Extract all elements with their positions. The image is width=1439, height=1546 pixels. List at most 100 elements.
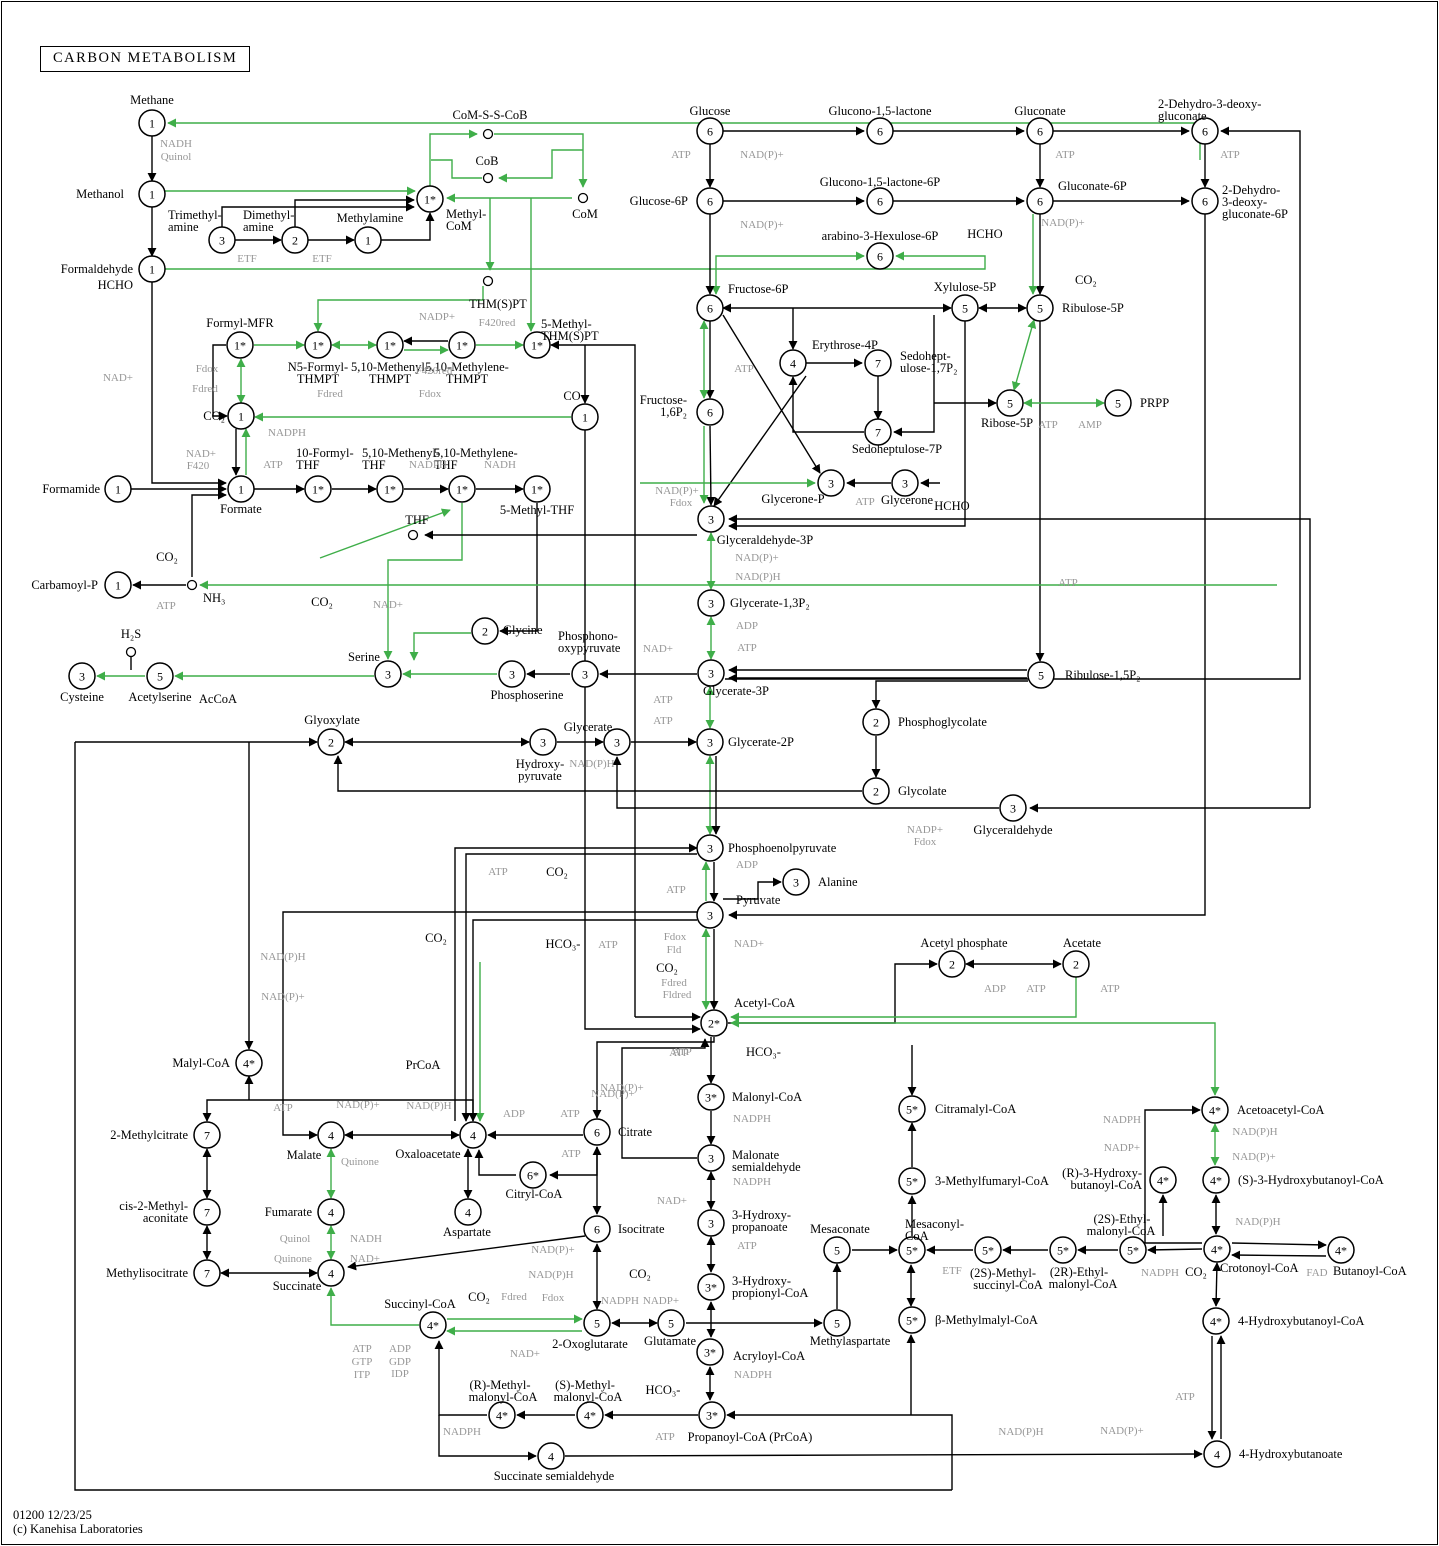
enzyme-node[interactable]: 1*	[448, 475, 476, 503]
enzyme-circle[interactable]	[104, 571, 132, 599]
enzyme-circle[interactable]	[583, 1118, 611, 1146]
enzyme-node[interactable]: 7	[864, 418, 892, 446]
enzyme-node[interactable]: 1*	[226, 331, 254, 359]
enzyme-circle[interactable]	[823, 1309, 851, 1337]
enzyme-circle[interactable]	[208, 226, 236, 254]
enzyme-node[interactable]: 5*	[898, 1167, 926, 1195]
enzyme-circle[interactable]	[697, 1083, 725, 1111]
enzyme-node[interactable]: 5	[1104, 389, 1132, 417]
enzyme-node[interactable]: 4*	[1202, 1307, 1230, 1335]
enzyme-circle[interactable]	[317, 1259, 345, 1287]
enzyme-node[interactable]: 3	[697, 1144, 725, 1172]
enzyme-node[interactable]: 6	[1026, 117, 1054, 145]
enzyme-circle[interactable]	[354, 226, 382, 254]
enzyme-node[interactable]: 2*	[700, 1009, 728, 1037]
enzyme-circle[interactable]	[374, 660, 402, 688]
enzyme-circle[interactable]	[1026, 187, 1054, 215]
enzyme-node[interactable]: 1*	[448, 331, 476, 359]
enzyme-node[interactable]: 7	[193, 1198, 221, 1226]
enzyme-node[interactable]: 6	[1191, 187, 1219, 215]
enzyme-circle[interactable]	[1201, 1096, 1229, 1124]
enzyme-node[interactable]: 3	[697, 589, 725, 617]
enzyme-node[interactable]: 2	[862, 777, 890, 805]
enzyme-circle[interactable]	[138, 180, 166, 208]
enzyme-node[interactable]: 5*	[974, 1236, 1002, 1264]
enzyme-node[interactable]: 1	[104, 571, 132, 599]
enzyme-node[interactable]: 3	[697, 659, 725, 687]
enzyme-node[interactable]: 4	[454, 1198, 482, 1226]
enzyme-node[interactable]: 3	[529, 728, 557, 756]
enzyme-circle[interactable]	[519, 1161, 547, 1189]
enzyme-node[interactable]: 3	[374, 660, 402, 688]
enzyme-node[interactable]: 5	[996, 389, 1024, 417]
enzyme-node[interactable]: 4	[1203, 1440, 1231, 1468]
enzyme-circle[interactable]	[817, 469, 845, 497]
enzyme-node[interactable]: 1*	[304, 331, 332, 359]
enzyme-node[interactable]: 6	[583, 1118, 611, 1146]
enzyme-circle[interactable]	[498, 660, 526, 688]
enzyme-circle[interactable]	[657, 1309, 685, 1337]
enzyme-node[interactable]: 5*	[898, 1095, 926, 1123]
enzyme-circle[interactable]	[782, 868, 810, 896]
enzyme-circle[interactable]	[376, 331, 404, 359]
enzyme-node[interactable]: 4*	[1203, 1235, 1231, 1263]
enzyme-circle[interactable]	[951, 294, 979, 322]
enzyme-circle[interactable]	[862, 777, 890, 805]
enzyme-node[interactable]: 1	[571, 403, 599, 431]
enzyme-circle[interactable]	[864, 349, 892, 377]
enzyme-circle[interactable]	[226, 331, 254, 359]
enzyme-node[interactable]: 4*	[1327, 1236, 1355, 1264]
enzyme-circle[interactable]	[1191, 117, 1219, 145]
enzyme-circle[interactable]	[1203, 1235, 1231, 1263]
enzyme-circle[interactable]	[304, 331, 332, 359]
enzyme-circle[interactable]	[304, 475, 332, 503]
enzyme-node[interactable]: 4*	[1149, 1166, 1177, 1194]
enzyme-node[interactable]: 7	[864, 349, 892, 377]
enzyme-circle[interactable]	[1026, 117, 1054, 145]
enzyme-circle[interactable]	[227, 475, 255, 503]
enzyme-circle[interactable]	[523, 475, 551, 503]
enzyme-circle[interactable]	[1062, 950, 1090, 978]
enzyme-node[interactable]: 6	[866, 242, 894, 270]
enzyme-node[interactable]: 1	[138, 109, 166, 137]
enzyme-node[interactable]: 4	[317, 1198, 345, 1226]
enzyme-circle[interactable]	[697, 659, 725, 687]
enzyme-node[interactable]: 6	[696, 187, 724, 215]
enzyme-circle[interactable]	[898, 1167, 926, 1195]
enzyme-node[interactable]: 1	[138, 255, 166, 283]
enzyme-circle[interactable]	[146, 662, 174, 690]
enzyme-node[interactable]: 3	[696, 834, 724, 862]
enzyme-circle[interactable]	[104, 475, 132, 503]
enzyme-circle[interactable]	[698, 1401, 726, 1429]
enzyme-node[interactable]: 5	[1026, 294, 1054, 322]
enzyme-node[interactable]: 1*	[304, 475, 332, 503]
enzyme-circle[interactable]	[576, 1401, 604, 1429]
enzyme-node[interactable]: 3	[891, 469, 919, 497]
enzyme-circle[interactable]	[138, 109, 166, 137]
enzyme-circle[interactable]	[1202, 1307, 1230, 1335]
metabolite-port[interactable]	[482, 275, 494, 287]
enzyme-circle[interactable]	[1027, 661, 1055, 689]
metabolite-port[interactable]	[482, 172, 494, 184]
enzyme-node[interactable]: 5*	[1119, 1236, 1147, 1264]
enzyme-circle[interactable]	[1149, 1166, 1177, 1194]
enzyme-node[interactable]: 4*	[576, 1401, 604, 1429]
enzyme-circle[interactable]	[193, 1259, 221, 1287]
enzyme-node[interactable]: 1*	[523, 331, 551, 359]
enzyme-circle[interactable]	[459, 1121, 487, 1149]
enzyme-circle[interactable]	[996, 389, 1024, 417]
enzyme-circle[interactable]	[696, 187, 724, 215]
enzyme-circle[interactable]	[696, 901, 724, 929]
enzyme-node[interactable]: 6	[1026, 187, 1054, 215]
enzyme-circle[interactable]	[696, 728, 724, 756]
enzyme-circle[interactable]	[866, 117, 894, 145]
enzyme-circle[interactable]	[697, 1144, 725, 1172]
enzyme-circle[interactable]	[1049, 1236, 1077, 1264]
enzyme-circle[interactable]	[603, 728, 631, 756]
metabolite-port[interactable]	[482, 128, 494, 140]
enzyme-circle[interactable]	[1327, 1236, 1355, 1264]
enzyme-circle[interactable]	[376, 475, 404, 503]
enzyme-circle[interactable]	[193, 1198, 221, 1226]
enzyme-node[interactable]: 5*	[1049, 1236, 1077, 1264]
enzyme-node[interactable]: 2	[281, 226, 309, 254]
